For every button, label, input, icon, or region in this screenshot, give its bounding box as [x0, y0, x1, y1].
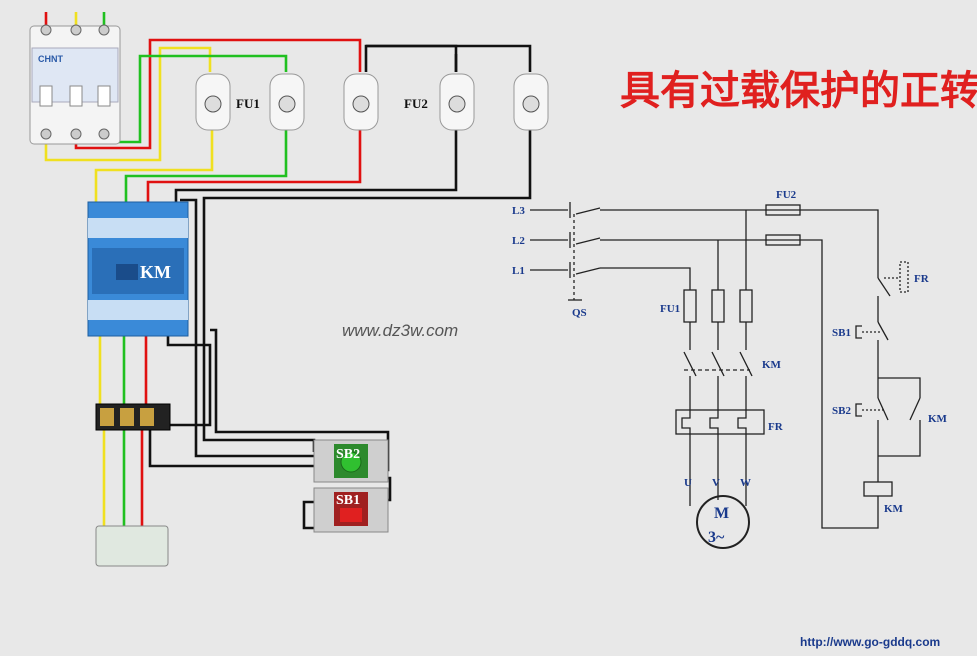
phase-v: V	[712, 477, 720, 489]
line-l2: L2	[512, 235, 525, 247]
overload-relay	[95, 403, 171, 431]
motor-terminal-block	[95, 525, 169, 567]
schematic-lines	[530, 202, 921, 549]
fu2-label: FU2	[404, 96, 428, 111]
phase-w: W	[740, 477, 751, 489]
fr-ctrl-label: FR	[914, 273, 930, 285]
fu2-schematic-label: FU2	[776, 189, 797, 201]
contactor-label: KM	[140, 262, 171, 282]
sb2-label: SB2	[336, 447, 360, 462]
fr-main-label: FR	[768, 421, 784, 433]
sb2-schematic-label: SB2	[832, 405, 851, 417]
fu1-label: FU1	[236, 96, 260, 111]
sb1-schematic-label: SB1	[832, 327, 851, 339]
sb2-button: SB2	[313, 439, 389, 483]
km-aux-label: KM	[928, 413, 948, 425]
motor-label: M	[714, 505, 729, 522]
watermark: www.dz3w.com	[342, 321, 458, 340]
contactor: KM	[87, 201, 189, 337]
motor-phases: 3~	[708, 529, 725, 546]
km-main-label: KM	[762, 359, 782, 371]
sb1-button: SB1	[313, 487, 389, 533]
fu1-schematic-label: FU1	[660, 303, 680, 315]
circuit-breaker: CHNT	[29, 24, 121, 145]
diagram-title: 具有过载保护的正转控制	[620, 68, 977, 114]
phase-u: U	[684, 477, 692, 489]
breaker-brand: CHNT	[38, 54, 63, 64]
sb1-label: SB1	[336, 493, 360, 508]
fuse-caps	[204, 95, 540, 113]
km-coil-label: KM	[884, 503, 904, 515]
line-l3: L3	[512, 205, 525, 217]
qs-label: QS	[572, 307, 587, 319]
line-l1: L1	[512, 265, 525, 277]
footer-url: http://www.go-gddq.com	[800, 635, 940, 649]
